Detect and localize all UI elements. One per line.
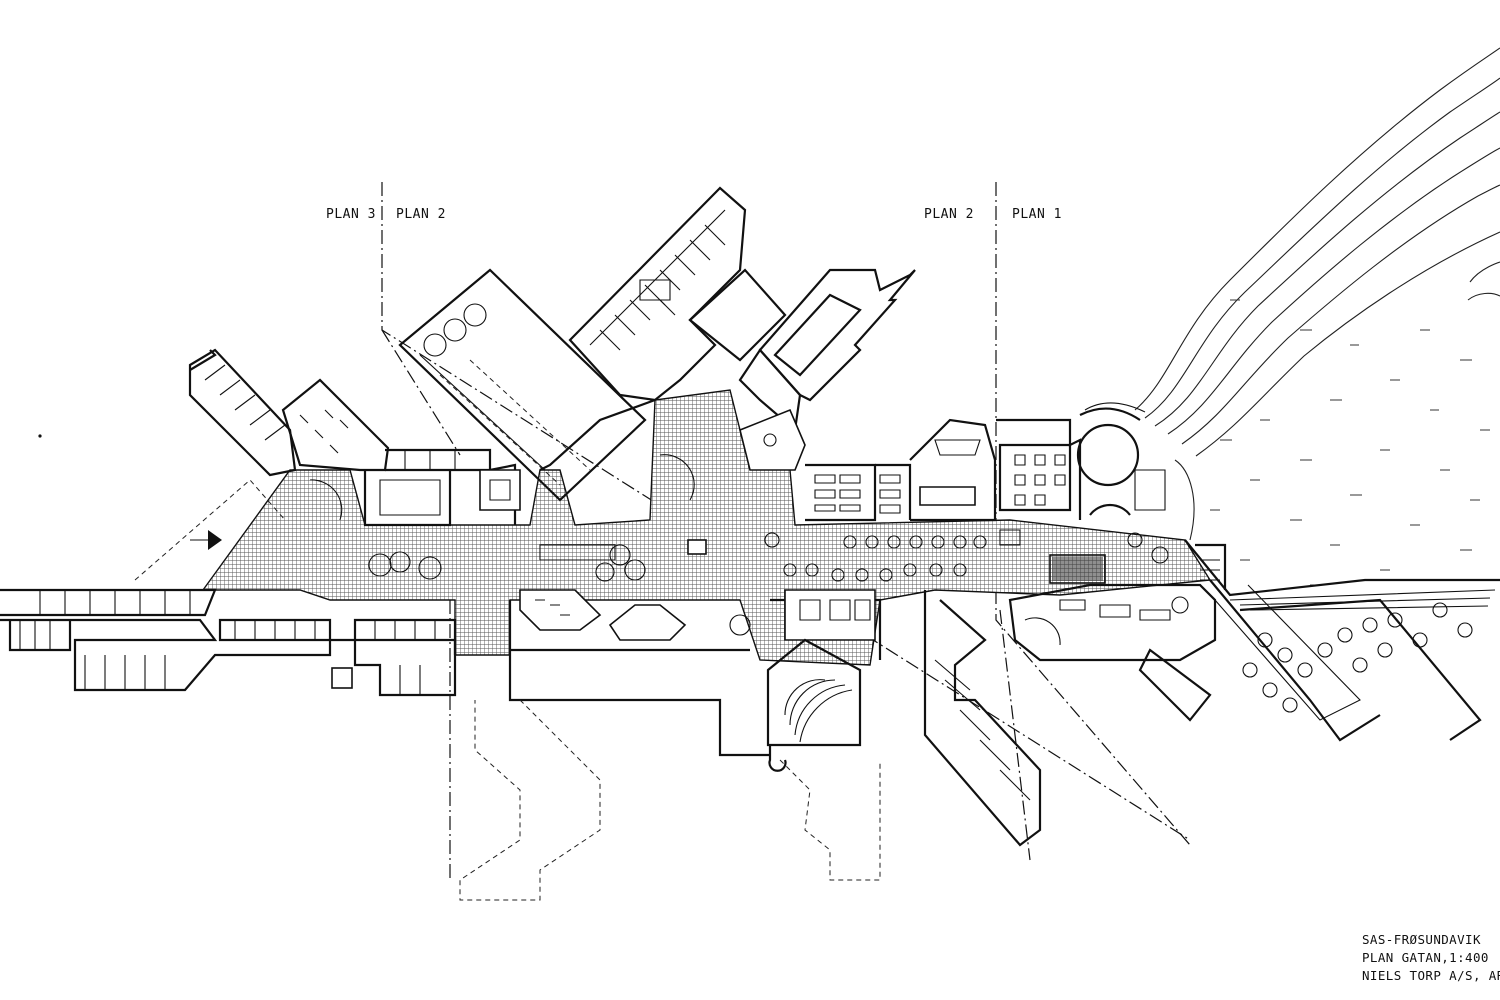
pool-block bbox=[738, 268, 916, 433]
east-terrace bbox=[1184, 539, 1500, 742]
title-block-architect: NIELS TORP A/S, AR bbox=[1362, 968, 1500, 983]
street-furniture bbox=[368, 532, 1169, 584]
section-label-plan-1: PLAN 1 bbox=[1012, 207, 1062, 222]
central-core bbox=[479, 398, 997, 525]
title-block-project: SAS-FRØSUNDAVIK bbox=[1362, 932, 1481, 947]
west-wing bbox=[0, 348, 492, 697]
central-diagonal-slab bbox=[398, 268, 647, 502]
tree-icon bbox=[368, 532, 1169, 582]
section-cuts bbox=[381, 182, 1191, 880]
section-label-plan-2-right: PLAN 2 bbox=[924, 207, 974, 222]
section-label-plan-3: PLAN 3 bbox=[326, 207, 376, 222]
south-blocks bbox=[459, 583, 1217, 901]
round-table-icon bbox=[1242, 602, 1473, 713]
section-label-plan-2-left: PLAN 2 bbox=[396, 207, 446, 222]
title-block: SAS-FRØSUNDAVIK PLAN GATAN,1:400 NIELS T… bbox=[1362, 932, 1500, 983]
title-block-drawing: PLAN GATAN,1:400 bbox=[1362, 950, 1489, 965]
round-table-icon bbox=[783, 535, 987, 582]
entrance-arrow-icon bbox=[208, 530, 222, 550]
water-dashes bbox=[1210, 299, 1490, 586]
shoreline-contours bbox=[1134, 47, 1500, 541]
north-office-wing bbox=[568, 186, 787, 402]
east-restaurant bbox=[996, 402, 1166, 546]
